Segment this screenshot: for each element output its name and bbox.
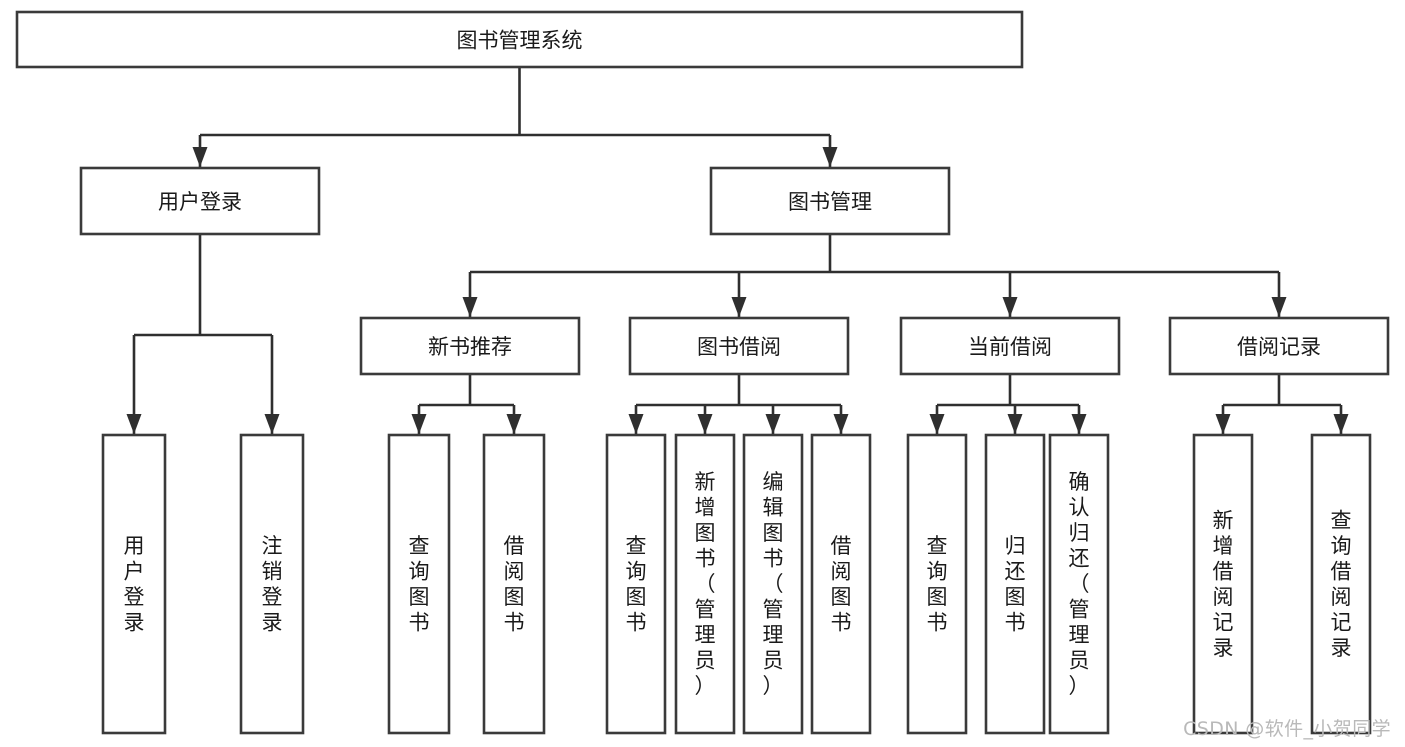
arrow-head-icon xyxy=(1002,297,1018,317)
node-label: 用户登录 xyxy=(124,534,145,635)
node-label: 借阅图书 xyxy=(831,534,852,635)
arrow-head-icon xyxy=(411,414,427,434)
node-leaf-user-login[interactable]: 用户登录 xyxy=(101,433,167,735)
node-label: 图书管理系统 xyxy=(457,29,583,53)
watermark-text: CSDN @软件_小贺同学 xyxy=(1183,718,1391,740)
node-label: 新增借阅记录 xyxy=(1213,508,1234,660)
arrow-head-icon xyxy=(192,147,208,167)
node-user-login[interactable]: 用户登录 xyxy=(79,166,321,236)
connector-lines xyxy=(126,67,1349,434)
arrow-head-icon xyxy=(462,297,478,317)
node-leaf-query-record[interactable]: 查询借阅记录 xyxy=(1310,433,1372,735)
arrow-head-icon xyxy=(697,414,713,434)
node-label: 图书管理 xyxy=(788,190,872,214)
node-label: 确认归还（管理员） xyxy=(1069,470,1090,698)
node-label: 归还图书 xyxy=(1005,534,1026,635)
node-leaf-add-record[interactable]: 新增借阅记录 xyxy=(1192,433,1254,735)
node-leaf-add-book[interactable]: 新增图书（管理员） xyxy=(674,433,736,735)
arrow-head-icon xyxy=(1215,414,1231,434)
arrow-head-icon xyxy=(1333,414,1349,434)
arrow-head-icon xyxy=(264,414,280,434)
node-current-borrow[interactable]: 当前借阅 xyxy=(899,316,1121,376)
node-leaf-edit-book[interactable]: 编辑图书（管理员） xyxy=(742,433,804,735)
node-label: 用户登录 xyxy=(158,190,242,214)
node-leaf-borrow-book-rec[interactable]: 借阅图书 xyxy=(482,433,546,735)
arrow-head-icon xyxy=(1271,297,1287,317)
node-leaf-query-book-borrow[interactable]: 查询图书 xyxy=(605,433,667,735)
arrow-head-icon xyxy=(833,414,849,434)
arrow-head-icon xyxy=(628,414,644,434)
node-label: 当前借阅 xyxy=(968,335,1052,359)
arrow-head-icon xyxy=(126,414,142,434)
node-leaf-query-book-rec[interactable]: 查询图书 xyxy=(387,433,451,735)
node-leaf-query-book-current[interactable]: 查询图书 xyxy=(906,433,968,735)
node-leaf-user-logout[interactable]: 注销登录 xyxy=(239,433,305,735)
arrow-head-icon xyxy=(929,414,945,434)
node-boxes: 图书管理系统用户登录图书管理新书推荐图书借阅当前借阅借阅记录用户登录注销登录查询… xyxy=(15,10,1390,735)
arrow-head-icon xyxy=(1071,414,1087,434)
node-new-book-recommend[interactable]: 新书推荐 xyxy=(359,316,581,376)
node-label: 新增图书（管理员） xyxy=(695,470,716,698)
node-root-system[interactable]: 图书管理系统 xyxy=(15,10,1024,69)
node-label: 查询图书 xyxy=(626,534,647,635)
node-label: 图书借阅 xyxy=(697,335,781,359)
arrow-head-icon xyxy=(822,147,838,167)
node-label: 查询图书 xyxy=(409,534,430,635)
node-label: 借阅记录 xyxy=(1237,335,1321,359)
node-label: 借阅图书 xyxy=(504,534,525,635)
node-label: 查询借阅记录 xyxy=(1331,508,1352,660)
node-borrow-record[interactable]: 借阅记录 xyxy=(1168,316,1390,376)
arrow-head-icon xyxy=(506,414,522,434)
node-book-borrow[interactable]: 图书借阅 xyxy=(628,316,850,376)
node-label: 查询图书 xyxy=(927,534,948,635)
node-leaf-borrow-book[interactable]: 借阅图书 xyxy=(810,433,872,735)
node-leaf-confirm-return[interactable]: 确认归还（管理员） xyxy=(1048,433,1110,735)
arrow-head-icon xyxy=(731,297,747,317)
node-leaf-return-book[interactable]: 归还图书 xyxy=(984,433,1046,735)
arrow-head-icon xyxy=(1007,414,1023,434)
node-label: 注销登录 xyxy=(262,534,283,635)
node-book-manage[interactable]: 图书管理 xyxy=(709,166,951,236)
node-label: 新书推荐 xyxy=(428,335,512,359)
node-label: 编辑图书（管理员） xyxy=(763,470,784,698)
arrow-head-icon xyxy=(765,414,781,434)
